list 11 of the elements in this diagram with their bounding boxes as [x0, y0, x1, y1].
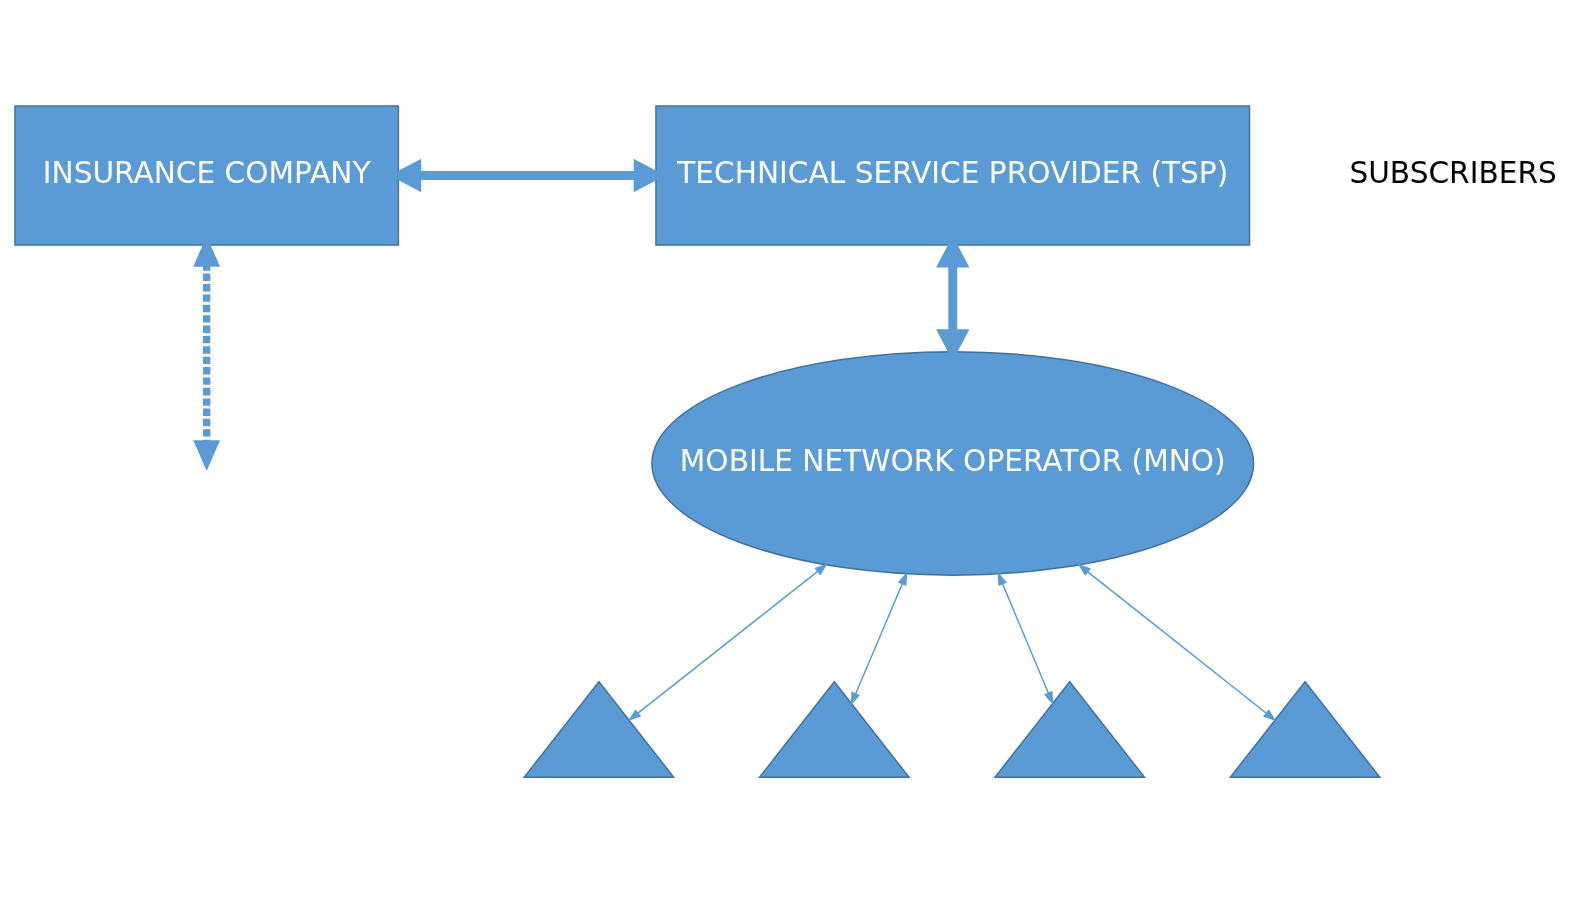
arrow [997, 571, 1054, 705]
node-triangle [993, 680, 1146, 778]
node-triangle [522, 680, 676, 778]
node-box: TECHNICAL SERVICE PROVIDER (TSP) [655, 104, 1251, 246]
arrow [627, 562, 828, 721]
node-triangle [758, 680, 911, 778]
node-box: INSURANCE COMPANY [14, 104, 400, 246]
label: SUBSCRIBERS [1349, 155, 1557, 190]
arrow [1077, 563, 1277, 721]
node-triangle [1228, 680, 1382, 778]
arrow [850, 571, 908, 706]
